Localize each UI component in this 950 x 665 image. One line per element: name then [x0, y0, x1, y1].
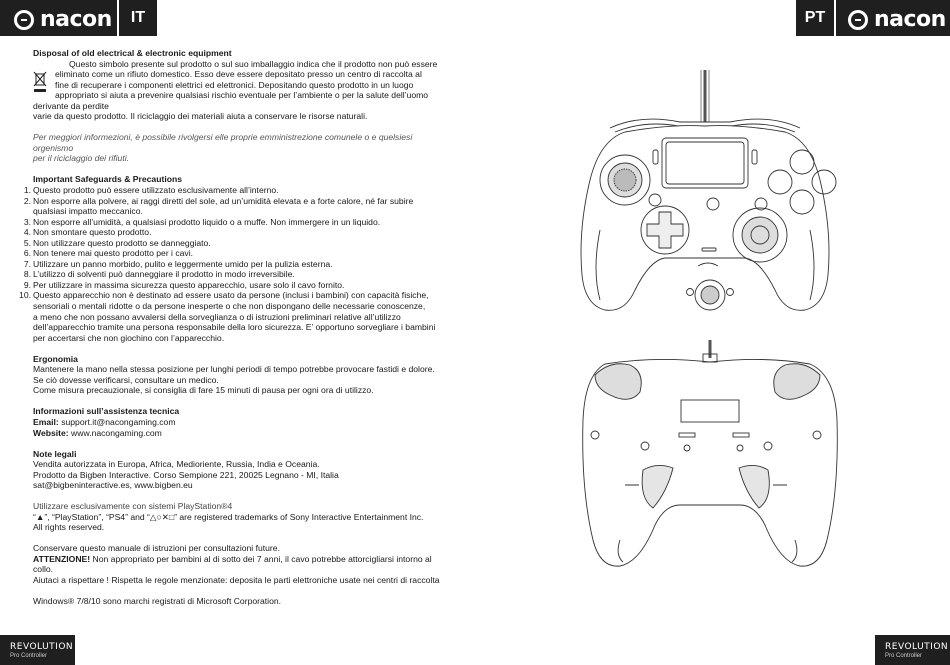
header-left-logo-block: nacon	[0, 0, 117, 36]
disposal-info-italic: per il riciclaggio dei rifiuti.	[33, 153, 129, 164]
nacon-logo-icon	[848, 9, 868, 30]
footer-brand: REVOLUTION	[10, 642, 74, 652]
safety-item: 4.Non smontare questo prodotto.	[23, 227, 152, 238]
controller-back-illustration	[582, 340, 838, 567]
logo-text: nacon	[40, 7, 112, 32]
closing-line: Aiutaci a rispettare ! Rispetta le regol…	[33, 575, 440, 586]
safety-title: Important Safeguards & Precautions	[33, 174, 182, 185]
email-link[interactable]: support.it@nacongaming.com	[61, 416, 176, 427]
trademark-line: “▲”, “PlayStation”, “PS4” and “△○✕□” are…	[33, 511, 424, 522]
disposal-line: appropriato si aiuta a prevenire qualsia…	[55, 90, 429, 101]
crossed-bin-icon	[33, 71, 47, 92]
safety-item: 2.Non esporre alla polvere, ai raggi dir…	[23, 195, 414, 217]
revolution-footer-right: REVOLUTION Pro Controller	[875, 635, 950, 665]
legal-title: Note legali	[33, 448, 77, 459]
legal-line: Prodotto da Bigben Interactive. Corso Se…	[33, 469, 339, 480]
assistenza-title: Informazioni sull’assistenza tecnica	[33, 406, 180, 417]
safety-item: 7.Utilizzare un panno morbido, pulito e …	[23, 258, 333, 269]
legal-line: sat@bigbeninteractive.es, www.bigben.eu	[33, 480, 193, 491]
website-line: Website: www.nacongaming.com	[33, 427, 162, 438]
nacon-logo: nacon	[14, 7, 112, 32]
warning-line: collo.	[33, 564, 54, 575]
trademark-line: All rights reserved.	[33, 522, 105, 533]
warning-line: ATTENZIONE! Non appropriato per bambini …	[33, 553, 432, 564]
ergonomia-title: Ergonomia	[33, 353, 78, 364]
disposal-line: eliminato come un rifiuto domestico. Ess…	[55, 69, 422, 80]
safety-item: 3.Non esporre all’umidità, a qualsiasi p…	[23, 216, 381, 227]
controller-front-illustration	[580, 70, 837, 311]
safety-item: 1.Questo prodotto può essere utilizzato …	[23, 185, 279, 196]
revolution-footer-left: REVOLUTION Pro Controller	[0, 635, 75, 665]
disposal-title: Disposal of old electrical & electronic …	[33, 48, 232, 58]
header-right-logo-block: nacon	[836, 0, 950, 36]
safety-list: 1.Questo prodotto può essere utilizzato …	[19, 185, 446, 343]
disposal-line: fine di recuperare i componenti elettric…	[55, 79, 414, 90]
disposal-info-italic: Per meggiori informezioni, è possibile r…	[33, 132, 413, 153]
closing-line: Conservare questo manuale di istruzioni …	[33, 543, 280, 554]
manual-text-column: Disposal of old electrical & electronic …	[19, 48, 446, 607]
trademark-line: Utilizzare esclusivamente con sistemi Pl…	[33, 501, 233, 512]
ergonomia-line: Come misura precauzionale, si consiglia …	[33, 385, 374, 396]
footer-sub: Pro Controller	[885, 653, 923, 659]
website-link[interactable]: www.nacongaming.com	[71, 427, 162, 438]
safety-item: 8.L’utilizzo di solventi può danneggiare…	[23, 269, 295, 280]
legal-line: Vendita autorizzata in Europa, Africa, M…	[33, 459, 320, 470]
safety-item: 10.Questo apparecchio non è destinato ad…	[19, 290, 436, 343]
email-line: Email: support.it@nacongaming.com	[33, 416, 176, 427]
nacon-logo: nacon	[848, 7, 946, 32]
ergonomia-line: Se ciò dovesse verificarsi, consultare u…	[33, 374, 219, 385]
windows-trademark: Windows® 7/8/10 sono marchi registrati d…	[33, 596, 282, 607]
safety-item: 6.Non tenere mai questo prodotto per i c…	[23, 248, 194, 259]
disposal-section: Questo simbolo presente sul prodotto o s…	[33, 59, 446, 101]
language-tab-left: IT	[119, 0, 157, 36]
safety-item: 9.Per utilizzare in massima sicurezza qu…	[23, 279, 345, 290]
nacon-logo-icon	[14, 9, 34, 30]
ergonomia-line: Mantenere la mano nella stessa posizione…	[33, 364, 435, 375]
footer-sub: Pro Controller	[10, 653, 48, 659]
safety-item: 5.Non utilizzare questo prodotto se dann…	[23, 237, 211, 248]
disposal-line: varie da questo prodotto. Il riciclaggio…	[33, 111, 368, 122]
logo-text: nacon	[874, 7, 946, 32]
footer-brand: REVOLUTION	[885, 642, 949, 652]
disposal-line: derivante da perdite	[33, 100, 109, 111]
language-tab-right: PT	[796, 0, 834, 36]
disposal-line: Questo simbolo presente sul prodotto o s…	[69, 58, 438, 69]
